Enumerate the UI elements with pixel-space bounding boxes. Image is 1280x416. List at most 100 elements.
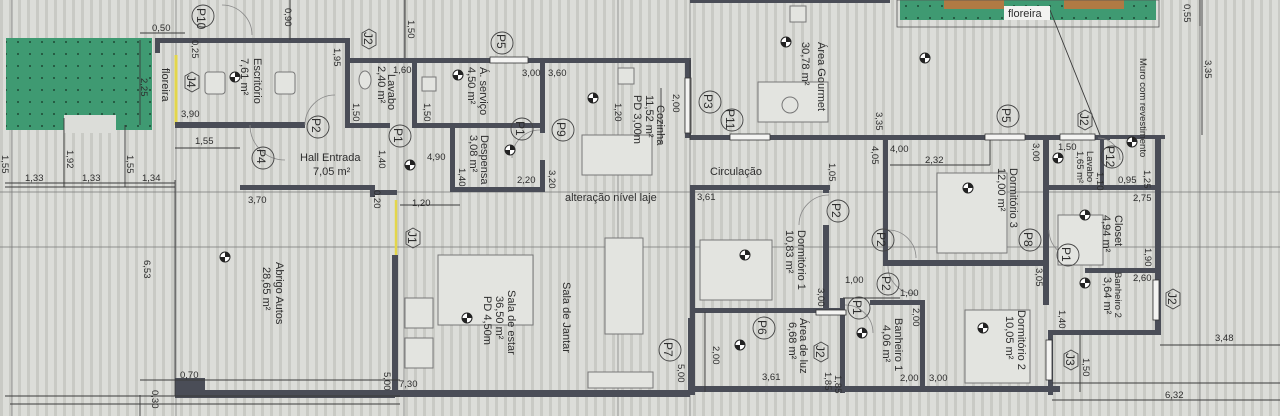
- room-cozinha-label: Cozinha: [654, 105, 666, 146]
- dim-0-30: 0,30: [149, 390, 160, 409]
- svg-text:P5: P5: [494, 34, 508, 49]
- dim-2-20: 2,20: [517, 175, 536, 186]
- room-banheiro2-label: Banheiro 2: [1112, 272, 1123, 318]
- tag-p1c: P1: [1056, 243, 1080, 267]
- svg-text:P1: P1: [513, 121, 527, 136]
- room-cozinha-area: 11,52 m²: [643, 95, 655, 138]
- room-dormitorio1-label: Dormitório 1: [795, 230, 807, 290]
- tag-j2a: J2: [361, 28, 377, 50]
- svg-text:P11: P11: [723, 109, 737, 130]
- svg-text:J2: J2: [1077, 113, 1091, 126]
- desk-chair-1: [204, 71, 226, 95]
- dim-2-60: 2,60: [1133, 273, 1152, 284]
- floreira-left-label: floreira: [159, 68, 171, 103]
- dim-1-40c: 1,40: [1056, 310, 1067, 329]
- dim-2-32: 2,32: [925, 155, 944, 166]
- level-markers: [219, 36, 1138, 351]
- dim-1-95: 1,95: [331, 48, 342, 67]
- room-banheiro1-label: Banheiro 1: [892, 318, 904, 371]
- armchair-1: [404, 297, 434, 329]
- room-closet-area: 4,94 m²: [1100, 215, 1112, 253]
- planter-wood-1: [944, 0, 1004, 9]
- svg-text:P5: P5: [999, 108, 1013, 123]
- tag-j4: J4: [184, 71, 200, 93]
- room-hall-label: Hall Entrada: [300, 152, 361, 164]
- svg-text:P1: P1: [391, 128, 405, 143]
- gourmet-grill: [781, 96, 799, 114]
- room-dormitorio2-label: Dormitório 2: [1015, 310, 1027, 370]
- svg-text:P2: P2: [879, 276, 893, 291]
- dim-1-55b: 1,55: [0, 155, 10, 174]
- floreira-top-label-bg: [1004, 6, 1050, 20]
- dim-3-20: 3,20: [546, 170, 557, 189]
- dim-3-35b: 3,35: [1202, 60, 1213, 79]
- dimension-labels: 0,50 0,90 1,50 0,25 1,95 1,60 1,50 1,50 …: [0, 4, 1234, 409]
- tag-p7: P7: [658, 338, 682, 362]
- room-sala-estar-area: 36,50 m²: [493, 296, 505, 340]
- furniture: [204, 5, 1104, 389]
- tag-j3: J3: [1063, 349, 1079, 371]
- tag-p1a: P1: [388, 124, 412, 148]
- sink-service: [421, 76, 437, 92]
- dining-table: [604, 237, 644, 335]
- svg-text:P2: P2: [309, 118, 323, 133]
- desk-chair-2: [274, 71, 296, 95]
- svg-text:P3: P3: [701, 94, 715, 109]
- walls: [155, 0, 1165, 398]
- tag-p2b: P2: [826, 199, 850, 223]
- dim-3-35a: 3,35: [873, 112, 884, 131]
- bed-dorm1: [699, 239, 773, 301]
- room-lavabo1-area: 2,40 m²: [375, 66, 387, 104]
- room-dormitorio2-area: 10,05 m²: [1003, 316, 1015, 360]
- dimension-lines: [5, 0, 1280, 416]
- room-sala-estar-label: Sala de estar: [505, 290, 517, 355]
- room-lavabo1-label: Lavabo: [385, 74, 397, 110]
- svg-text:P1: P1: [850, 300, 864, 315]
- closet-shelf: [1057, 214, 1104, 266]
- room-despensa-area: 3,08 m²: [467, 135, 479, 173]
- svg-text:P7: P7: [661, 342, 675, 357]
- dim-1-50e: 1,50: [1058, 142, 1077, 153]
- dim-1-85b: 1,85: [832, 375, 843, 394]
- dim-0-70: 0,70: [180, 370, 199, 381]
- dim-0-55: 0,55: [1181, 4, 1192, 23]
- dim-1-34: 1,34: [142, 173, 161, 184]
- dim-6-53: 6,53: [141, 260, 152, 279]
- dim-1-60: 1,60: [393, 65, 412, 76]
- dim-1-05: 1,05: [826, 163, 837, 182]
- room-dormitorio3-label: Dormitório 3: [1007, 168, 1019, 228]
- floreira-top-label: floreira: [1008, 8, 1043, 20]
- svg-text:J3: J3: [1063, 353, 1077, 366]
- tag-p12: P12: [1100, 145, 1124, 169]
- room-dormitorio1-area: 10,83 m²: [783, 230, 795, 274]
- toilet-lavabo: [358, 70, 372, 90]
- dim-1-20a: 1,20: [412, 198, 431, 209]
- dim-3-00a: 3,00: [522, 68, 541, 79]
- tag-p1d: P1: [847, 296, 871, 320]
- dim-2-00d: 2,00: [900, 373, 919, 384]
- room-abrigo-area: 28,65 m²: [260, 267, 272, 311]
- tag-p8: P8: [1018, 228, 1042, 252]
- room-despensa-label: Despensa: [478, 135, 490, 185]
- garden-left-cutout: [64, 115, 116, 133]
- dim-3-00d: 3,00: [929, 373, 948, 384]
- dim-3-00c: 3,00: [815, 288, 826, 307]
- dim-6-32: 6,32: [1165, 390, 1184, 401]
- dim-1-25: 1,25: [1141, 170, 1152, 189]
- dim-1-90: 1,90: [1142, 248, 1153, 267]
- dim-1-55c: 1,55: [124, 155, 135, 174]
- room-sala-jantar-label: Sala de Jantar: [560, 282, 572, 353]
- room-gourmet-label: Área Gourmet: [815, 42, 828, 111]
- room-gourmet-area: 30,78 m²: [799, 42, 811, 86]
- dim-0-20: 0,20: [371, 190, 382, 209]
- dim-1-00a: 1,00: [845, 275, 864, 286]
- dim-3-70: 3,70: [248, 195, 267, 206]
- dim-2-00c: 2,00: [910, 308, 921, 327]
- gourmet-sink: [789, 5, 807, 23]
- dim-7-30: 7,30: [399, 379, 418, 390]
- bed-dorm2: [964, 309, 1031, 384]
- svg-text:J2: J2: [813, 345, 827, 358]
- room-servico-label: Á. serviço: [477, 67, 490, 115]
- door-tags: P10 P5 P2 P4 P1 P1 P9 P3 P11 P5 P12 P2 P…: [191, 4, 1124, 362]
